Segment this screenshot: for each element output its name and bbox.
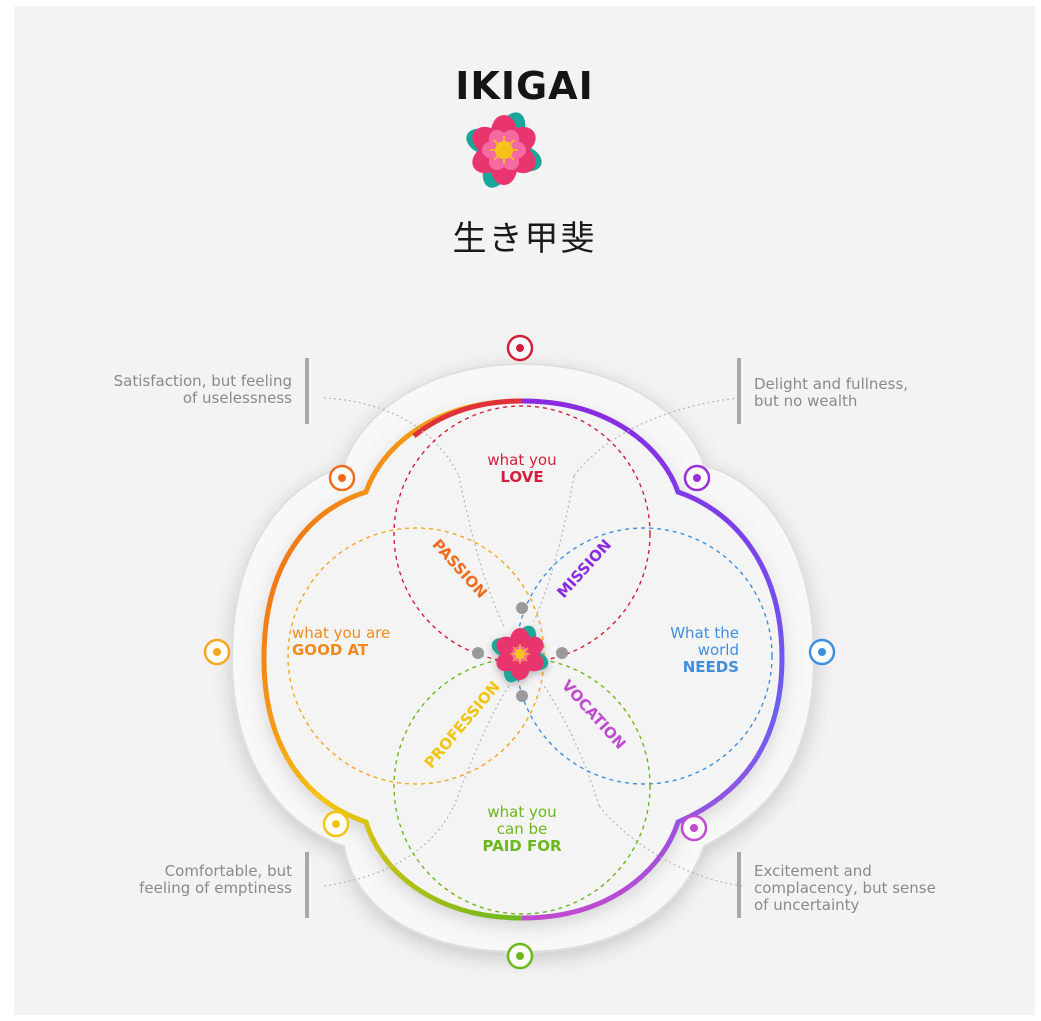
caption-paid-line1b: can be [496,820,548,838]
caption-good-at: what you are GOOD AT [292,625,418,659]
caption-love-title: LOVE [500,468,544,486]
caption-needs: What the world NEEDS [629,625,739,676]
kanji-subtitle: 生き甲斐 [452,219,597,259]
note-top-right: Delight and fullness, but no wealth [754,375,909,410]
leader-lines [323,397,743,887]
caption-love-line1: what you [487,451,557,469]
target-icon-bottom-left [322,810,350,838]
caption-needs-title: NEEDS [682,658,739,676]
caption-paid-line1: what you [487,803,557,821]
note-top-left: Satisfaction, but feeling of uselessness [113,372,292,407]
note-separators [305,358,741,918]
target-icon-top [506,334,534,362]
center-dots [472,602,568,702]
caption-paid-title: PAID FOR [482,837,562,855]
gradient-rim-left [261,398,523,921]
target-icon-bottom-right [680,814,708,842]
target-icon-left [203,638,231,666]
note-bottom-left: Comfortable, but feeling of emptiness [139,862,292,897]
ikigai-infographic: IKIGAI 生き甲斐 [14,6,1035,1015]
target-icon-top-left [328,464,356,492]
page-title: IKIGAI [455,64,594,108]
caption-needs-line1: What the [670,624,739,642]
target-icon-top-right [683,464,711,492]
flower-icon-title [466,112,542,188]
caption-needs-line1b: world [697,641,739,659]
caption-good-at-title: GOOD AT [292,641,369,659]
target-icon-right [808,638,836,666]
ikigai-diagram: PASSION MISSION PROFESSION VOCATION [203,112,836,970]
rim-red-segment [412,398,523,438]
caption-paid-for: what you can be PAID FOR [462,804,582,855]
caption-love: what you LOVE [462,452,582,486]
flower-icon-center [491,625,549,683]
gradient-rim-right [521,398,785,921]
caption-good-at-line1: what you are [292,624,391,642]
target-icon-bottom [506,942,534,970]
note-bottom-right: Excitement and complacency, but sense of… [754,862,936,914]
